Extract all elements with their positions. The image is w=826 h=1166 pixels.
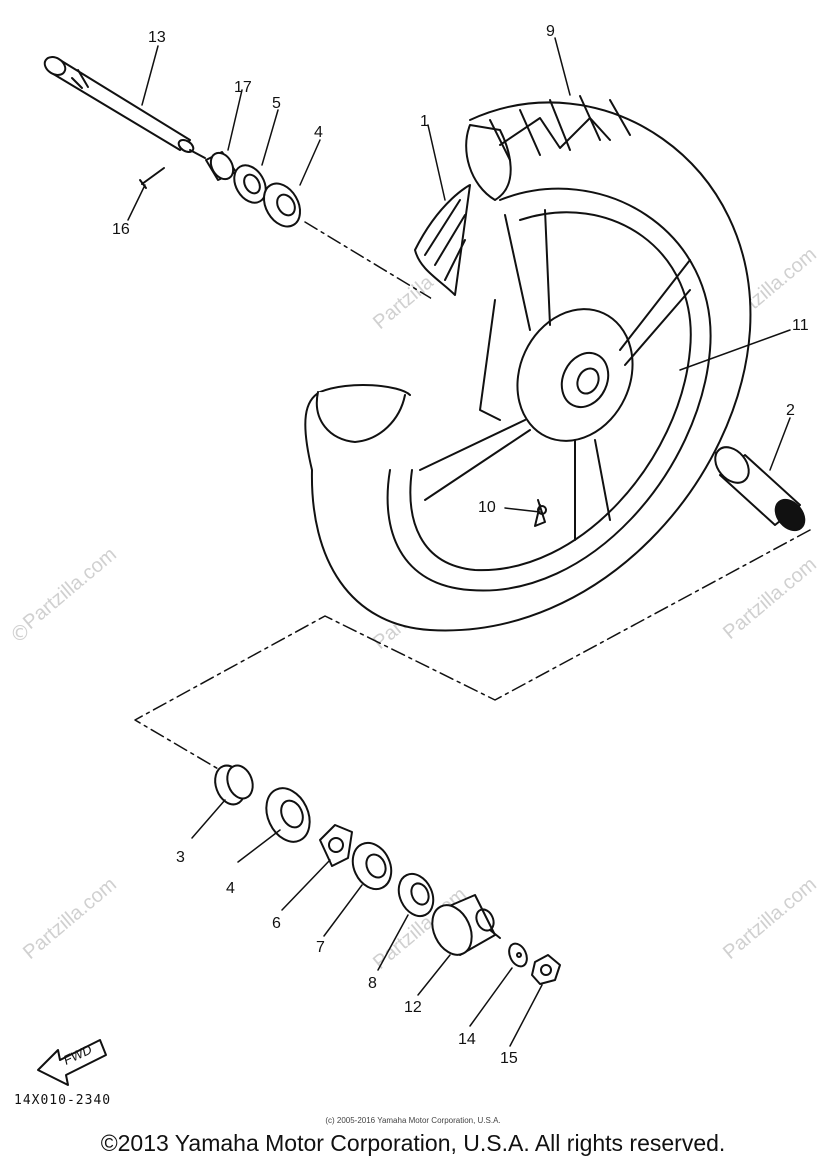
callout-7: 7 [316, 939, 325, 956]
copyright-small: (c) 2005-2016 Yamaha Motor Corporation, … [325, 1116, 501, 1125]
callout-4-upper: 4 [314, 124, 323, 141]
watermark-symbol: © [10, 621, 30, 645]
callout-6: 6 [272, 915, 281, 932]
callout-9: 9 [546, 23, 555, 40]
callout-labels: 1 2 3 4 4 5 6 7 8 9 10 11 12 13 14 15 16… [112, 23, 809, 1067]
clutch-plate-6 [319, 824, 353, 867]
watermark-text: Partzilla.com [19, 873, 121, 963]
gear-unit-12 [431, 894, 501, 956]
watermark-text: Partzilla.com [719, 873, 821, 963]
spacer-2 [714, 446, 806, 532]
watermark-text: Partzilla.com [719, 553, 821, 643]
bearing-4-lower [265, 787, 311, 843]
callout-15: 15 [500, 1050, 518, 1067]
callout-3: 3 [176, 849, 185, 866]
washer-14 [508, 942, 528, 968]
callout-10: 10 [478, 499, 496, 516]
callout-12: 12 [404, 999, 422, 1016]
bearing-4-upper [262, 182, 302, 228]
collar-17 [205, 151, 237, 181]
callout-8: 8 [368, 975, 377, 992]
oil-seal-7 [351, 841, 393, 891]
air-valve [534, 499, 547, 527]
bearing-8 [397, 872, 435, 918]
forward-direction-arrow [37, 1039, 107, 1086]
front-wheel-assembly [304, 95, 752, 632]
cotter-pin [139, 167, 165, 189]
copyright-main: ©2013 Yamaha Motor Corporation, U.S.A. A… [100, 1130, 726, 1156]
callout-4-lower: 4 [226, 880, 235, 897]
front-axle [43, 56, 206, 159]
leader-lines [127, 37, 791, 1047]
collar-3 [214, 764, 254, 806]
callout-1: 1 [420, 113, 429, 130]
nut-15 [531, 954, 561, 985]
callout-13: 13 [148, 29, 166, 46]
callout-14: 14 [458, 1031, 476, 1048]
callout-16: 16 [112, 221, 130, 238]
callout-5: 5 [272, 95, 281, 112]
oil-seal-5 [233, 164, 267, 204]
callout-11: 11 [792, 317, 809, 334]
callout-2: 2 [786, 402, 795, 419]
drawing-code: 14X010-2340 [14, 1093, 112, 1108]
watermark-text: Partzilla.com [19, 543, 121, 633]
callout-17: 17 [234, 79, 252, 96]
